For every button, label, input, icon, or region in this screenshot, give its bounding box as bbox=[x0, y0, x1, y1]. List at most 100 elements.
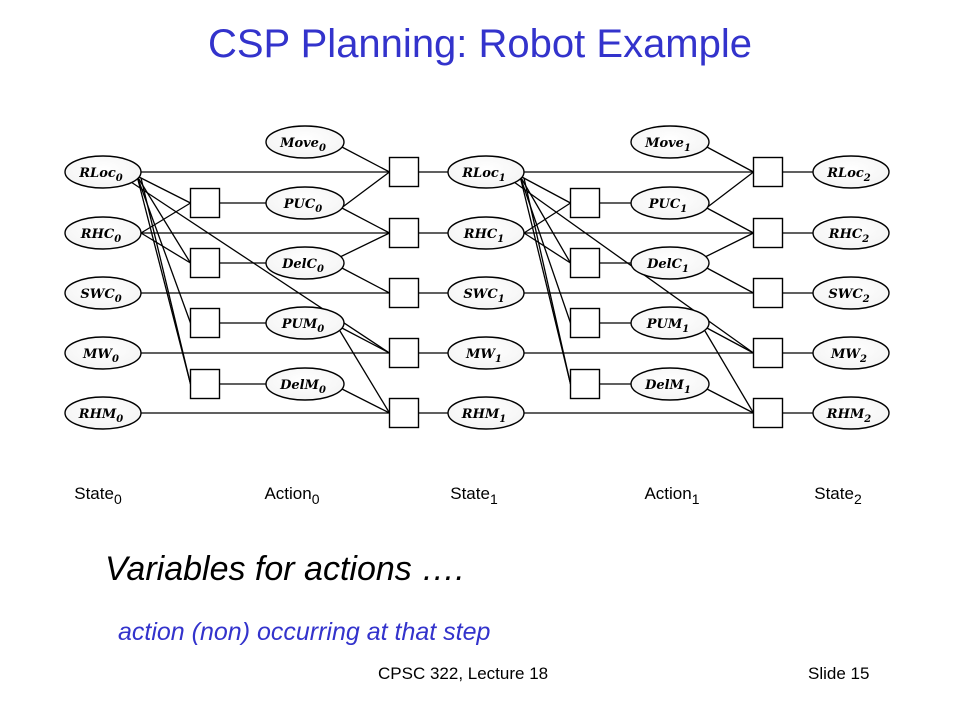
action-node-label: PUC0 bbox=[283, 197, 322, 215]
action-node-label: DelC0 bbox=[281, 257, 324, 275]
state-node-label: RHM1 bbox=[461, 407, 506, 425]
edge-action-to-effect bbox=[704, 326, 754, 354]
action-node bbox=[265, 246, 345, 280]
state-node bbox=[447, 336, 525, 370]
action-node-label: DelC1 bbox=[646, 257, 689, 275]
action-node-label: DelM1 bbox=[644, 378, 691, 396]
edge-action-to-effect bbox=[339, 330, 391, 414]
state-node bbox=[812, 216, 890, 250]
action-node-label: DelM0 bbox=[279, 378, 326, 396]
action-node-label: PUC1 bbox=[648, 197, 687, 215]
state-node-label: MW1 bbox=[465, 347, 502, 365]
action-occurring-note: action (non) occurring at that step bbox=[118, 618, 491, 646]
state-node-label: RLoc0 bbox=[78, 166, 123, 184]
state-node bbox=[447, 276, 525, 310]
edge-action-to-effect bbox=[704, 387, 754, 414]
state-node bbox=[812, 336, 890, 370]
factor-box bbox=[189, 307, 221, 339]
factor-box bbox=[752, 337, 784, 369]
edge-action-to-effect bbox=[339, 206, 390, 234]
edge-action-to-effect bbox=[339, 171, 390, 210]
action-node bbox=[630, 306, 710, 340]
factor-box bbox=[388, 156, 420, 188]
state-node bbox=[812, 276, 890, 310]
factor-box bbox=[752, 397, 784, 429]
state-node-label: MW2 bbox=[830, 347, 867, 365]
factor-box bbox=[569, 307, 601, 339]
factor-box bbox=[189, 247, 221, 279]
edge-action-to-effect bbox=[339, 232, 390, 258]
state-node-label: RLoc2 bbox=[826, 166, 871, 184]
action-node bbox=[265, 125, 345, 159]
state-node bbox=[64, 216, 142, 250]
factor-box bbox=[752, 277, 784, 309]
state-node-label: RHM0 bbox=[78, 407, 123, 425]
edge-rhc-to-precondition bbox=[523, 232, 571, 264]
factor-box bbox=[189, 368, 221, 400]
action-node bbox=[265, 186, 345, 220]
edge-action-to-effect bbox=[704, 232, 754, 258]
action-node bbox=[265, 367, 345, 401]
edge-rloc-to-precondition bbox=[140, 177, 192, 385]
column-label: State2 bbox=[814, 484, 862, 507]
edge-action-to-effect bbox=[704, 330, 755, 414]
edge-rloc-to-effect bbox=[130, 181, 390, 354]
edge-rloc-to-precondition bbox=[519, 175, 571, 204]
edge-rhc-to-precondition bbox=[140, 232, 191, 264]
action-node bbox=[630, 186, 710, 220]
edge-action-to-effect bbox=[704, 206, 754, 234]
action-node bbox=[630, 246, 710, 280]
state-node bbox=[812, 396, 890, 430]
column-label: Action0 bbox=[264, 484, 319, 507]
state-node-label: RLoc1 bbox=[461, 166, 506, 184]
action-node-label: Move0 bbox=[279, 136, 326, 154]
state-node bbox=[64, 155, 142, 189]
factor-box bbox=[569, 368, 601, 400]
edge-action-to-effect bbox=[339, 387, 390, 414]
action-node bbox=[630, 367, 710, 401]
state-node bbox=[447, 155, 525, 189]
column-label: State1 bbox=[450, 484, 498, 507]
edge-action-to-effect bbox=[339, 326, 390, 354]
state-node-label: RHM2 bbox=[826, 407, 871, 425]
edge-action-to-effect bbox=[339, 266, 390, 294]
action-node bbox=[265, 306, 345, 340]
state-node-label: MW0 bbox=[82, 347, 119, 365]
action-node-label: PUM1 bbox=[646, 317, 689, 335]
factor-box bbox=[388, 217, 420, 249]
state-node bbox=[64, 336, 142, 370]
factor-box bbox=[569, 187, 601, 219]
variables-for-actions-text: Variables for actions …. bbox=[105, 550, 465, 588]
footer-course: CPSC 322, Lecture 18 bbox=[378, 664, 549, 683]
factor-box bbox=[569, 247, 601, 279]
factor-box bbox=[752, 156, 784, 188]
factor-box bbox=[189, 187, 221, 219]
state-node-label: RHC0 bbox=[80, 227, 121, 245]
edge-rhc-to-precondition bbox=[523, 202, 571, 234]
edge-action-to-effect bbox=[704, 145, 754, 173]
action-node-label: Move1 bbox=[644, 136, 691, 154]
edge-action-to-effect bbox=[339, 145, 390, 173]
factor-box bbox=[752, 217, 784, 249]
edge-action-to-effect bbox=[704, 266, 754, 294]
state-node bbox=[64, 396, 142, 430]
edge-rhc-to-precondition bbox=[140, 202, 191, 234]
edge-rloc-to-precondition bbox=[523, 177, 572, 385]
state-node-label: SWC1 bbox=[463, 287, 504, 305]
state-node bbox=[447, 216, 525, 250]
factor-box bbox=[388, 277, 420, 309]
state-node bbox=[812, 155, 890, 189]
action-node bbox=[630, 125, 710, 159]
state-node-label: RHC1 bbox=[463, 227, 504, 245]
action-node-label: PUM0 bbox=[281, 317, 325, 335]
state-node-label: RHC2 bbox=[828, 227, 869, 245]
factor-box bbox=[388, 397, 420, 429]
state-node-label: SWC2 bbox=[828, 287, 869, 305]
column-label: Action1 bbox=[644, 484, 699, 507]
state-node bbox=[447, 396, 525, 430]
state-node-label: SWC0 bbox=[80, 287, 121, 305]
state-node bbox=[64, 276, 142, 310]
factor-box bbox=[388, 337, 420, 369]
column-label: State0 bbox=[74, 484, 122, 507]
